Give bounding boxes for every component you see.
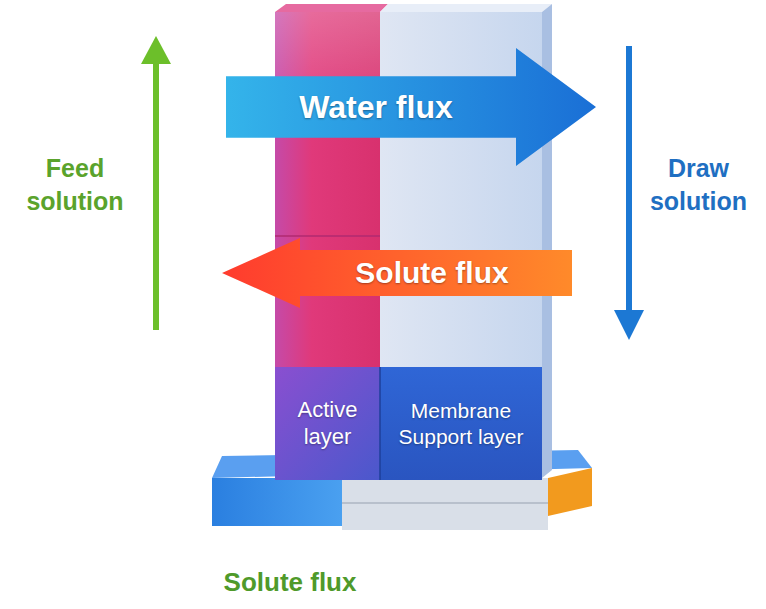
node-text: Water flux (299, 88, 453, 126)
solute-flux-arrow: Solute flux (222, 238, 572, 308)
node-text: Solute flux (355, 255, 508, 291)
node-text: Active layer (281, 397, 374, 450)
draw-solution-label: Draw solution (636, 152, 761, 217)
support-layer-box: Membrane Support layer (380, 367, 542, 480)
node-text: Membrane Support layer (388, 398, 534, 448)
water-flux-arrow: Water flux (226, 48, 596, 166)
solute-flux-label: Solute flux (190, 566, 390, 600)
feed-solution-label: Feed solution (10, 152, 140, 217)
active-layer-box: Active layer (275, 367, 380, 480)
